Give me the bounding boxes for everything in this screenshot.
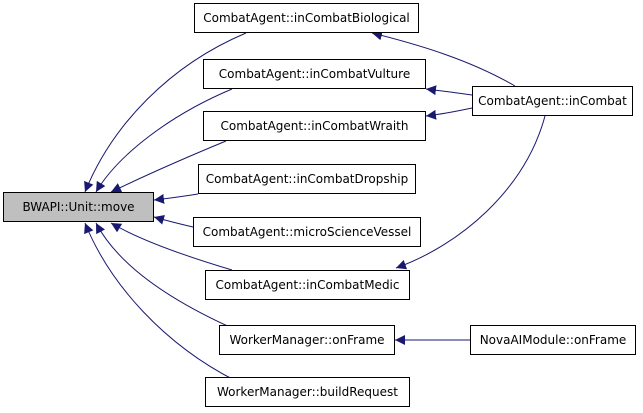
- node-incombat-dropship[interactable]: CombatAgent::inCombatDropship: [198, 164, 416, 194]
- node-micro-science-vessel[interactable]: CombatAgent::microScienceVessel: [193, 217, 421, 247]
- node-label: NovaAIModule::onFrame: [479, 333, 627, 347]
- node-incombat-medic[interactable]: CombatAgent::inCombatMedic: [205, 270, 410, 300]
- node-workermanager-buildrequest[interactable]: WorkerManager::buildRequest: [205, 377, 410, 407]
- edge-incombat-to-vulture: [425, 85, 473, 96]
- edge-bio-to-move: [84, 32, 247, 193]
- node-bwapi-unit-move[interactable]: BWAPI::Unit::move: [3, 192, 154, 222]
- edge-incombat-to-wraith: [425, 107, 473, 120]
- node-workermanager-onframe[interactable]: WorkerManager::onFrame: [219, 325, 395, 355]
- edge-wmbuild-to-move: [84, 222, 237, 382]
- node-label: CombatAgent::inCombatDropship: [205, 172, 409, 186]
- node-label: CombatAgent::inCombatVulture: [218, 67, 411, 81]
- edge-medic-to-move: [110, 222, 233, 271]
- node-incombat-biological[interactable]: CombatAgent::inCombatBiological: [194, 3, 419, 33]
- node-combatagent-incombat[interactable]: CombatAgent::inCombat: [472, 86, 633, 116]
- edge-vulture-to-move: [95, 88, 233, 193]
- node-label: CombatAgent::inCombatWraith: [220, 119, 409, 133]
- edge-incombat-to-medic: [395, 115, 546, 270]
- edge-wmframe-to-move: [95, 222, 233, 329]
- node-incombat-wraith[interactable]: CombatAgent::inCombatWraith: [203, 111, 426, 141]
- node-label: CombatAgent::inCombatBiological: [203, 11, 410, 25]
- edge-science-to-move: [153, 214, 194, 228]
- node-label: BWAPI::Unit::move: [22, 200, 135, 214]
- edge-wraith-to-move: [110, 140, 227, 193]
- node-label: WorkerManager::onFrame: [229, 333, 385, 347]
- edge-incombat-to-bio: [371, 30, 516, 87]
- node-label: CombatAgent::inCombatMedic: [215, 278, 400, 292]
- node-label: CombatAgent::microScienceVessel: [202, 225, 412, 239]
- node-novaaimodule-onframe[interactable]: NovaAIModule::onFrame: [470, 325, 636, 355]
- edge-dropship-to-move: [153, 193, 199, 204]
- node-label: WorkerManager::buildRequest: [216, 385, 398, 399]
- node-incombat-vulture[interactable]: CombatAgent::inCombatVulture: [203, 59, 426, 89]
- node-label: CombatAgent::inCombat: [478, 94, 627, 108]
